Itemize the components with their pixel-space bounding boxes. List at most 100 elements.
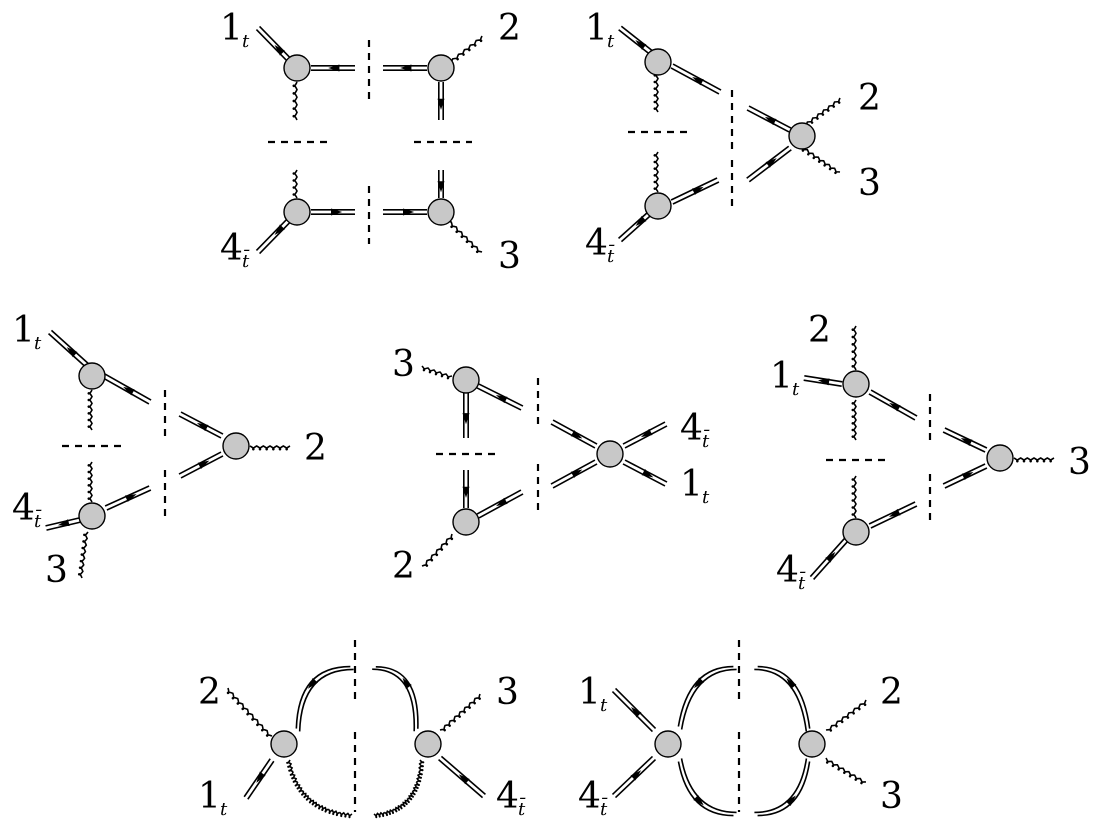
quark-line (746, 109, 790, 133)
arrow-head (817, 378, 830, 386)
arrow-head (123, 386, 135, 396)
quark-line (247, 760, 275, 800)
quark-line (804, 375, 843, 383)
quark-line (670, 67, 720, 95)
vertex-blob (644, 48, 672, 76)
arrow-head (402, 677, 412, 689)
gluon-line (249, 445, 291, 451)
particle-subscript: t̄ (798, 570, 806, 594)
particle-label-2: 2 (304, 428, 327, 469)
particle-label-3: 3 (45, 550, 68, 591)
vertex-blob (283, 198, 311, 226)
quark-line (47, 333, 90, 371)
gluon-line (292, 81, 298, 121)
particle-label-2: 2 (392, 546, 415, 587)
gluon-line (294, 781, 304, 793)
particle-label-3: 3 (498, 236, 521, 277)
arrow-head (692, 186, 704, 195)
gluon-line (318, 804, 329, 813)
quark-line (478, 493, 524, 519)
arrow-head (786, 678, 797, 689)
quark-line (870, 389, 918, 417)
particle-label-2: 2 (858, 78, 881, 119)
particle-subscript: t̄ (607, 243, 615, 267)
arrow-head (458, 774, 470, 785)
quark-line (611, 690, 654, 733)
quark-line (478, 383, 524, 407)
gluon-line (421, 365, 453, 380)
vertex-blob (788, 122, 816, 150)
gluon-line (286, 759, 294, 773)
gluon-line (327, 808, 341, 817)
arrow-head (630, 770, 642, 781)
quark-loop-line (757, 761, 811, 817)
gluon-line (1013, 457, 1055, 463)
particle-label-3: 3 (858, 163, 881, 204)
arrow-head (961, 471, 974, 480)
quark-line (45, 517, 80, 527)
vertex-blob (986, 444, 1014, 472)
arrow-head (400, 64, 412, 72)
arrow-head (570, 469, 583, 478)
particle-label-2: 2 (808, 310, 831, 351)
arrow-head (307, 678, 318, 689)
arrow-head (274, 224, 285, 236)
quark-loop-line (372, 668, 415, 732)
quark-line (243, 758, 271, 798)
vertex-blob (414, 730, 442, 758)
particle-label-1: 1 (220, 8, 243, 49)
arrow-head (437, 98, 445, 110)
gluon-line (415, 771, 423, 783)
quark-loop-line (677, 761, 734, 817)
particle-label-1: 1 (198, 776, 221, 817)
particle-label-2: 2 (198, 672, 221, 713)
particle-label-1: 1 (585, 8, 608, 49)
vertex-blob (270, 730, 298, 758)
particle-label-4: 4 (776, 550, 799, 591)
arrow-head (331, 208, 343, 216)
quark-loop-line (680, 758, 737, 814)
arrow-head (765, 158, 777, 168)
quark-line (672, 63, 722, 91)
particle-label-4: 4 (585, 223, 608, 264)
quark-loop-line (298, 668, 354, 732)
gluon-line (801, 97, 841, 128)
gluon-line (407, 790, 416, 801)
particle-subscript: t̄ (242, 248, 250, 272)
vertex-blob (222, 432, 250, 460)
gluon-line (226, 687, 273, 737)
particle-label-1: 1 (680, 464, 703, 505)
gluon-line (653, 151, 659, 193)
vertex-blob (427, 198, 455, 226)
particle-label-4: 4 (12, 488, 35, 529)
vertex-blob (842, 370, 870, 398)
particle-label-2: 2 (880, 672, 903, 713)
vertex-blob (654, 730, 682, 758)
vertex-blob (452, 508, 480, 536)
particle-label-1: 1 (578, 672, 601, 713)
arrow-head (635, 40, 647, 50)
quark-line (438, 759, 484, 799)
arrow-head (57, 519, 70, 527)
vertex-blob (596, 440, 624, 468)
vertex-blob (78, 502, 106, 530)
vertex-blob (644, 192, 672, 220)
quark-loop-line (680, 668, 737, 730)
particle-label-3: 3 (392, 344, 415, 385)
gluon-line (418, 759, 425, 773)
gluon-line (825, 757, 867, 785)
arrow-head (693, 795, 704, 806)
arrow-head (437, 181, 445, 193)
particle-subscript: t (607, 31, 615, 52)
quark-line (868, 501, 916, 525)
quark-line (622, 421, 666, 445)
quark-loop-line (754, 758, 808, 814)
gluon-line (87, 389, 93, 431)
quark-loop-line (375, 665, 419, 729)
arrow-head (635, 215, 647, 226)
gluon-line (301, 790, 311, 801)
gluon-line (308, 798, 320, 808)
vertex-blob (798, 730, 826, 758)
